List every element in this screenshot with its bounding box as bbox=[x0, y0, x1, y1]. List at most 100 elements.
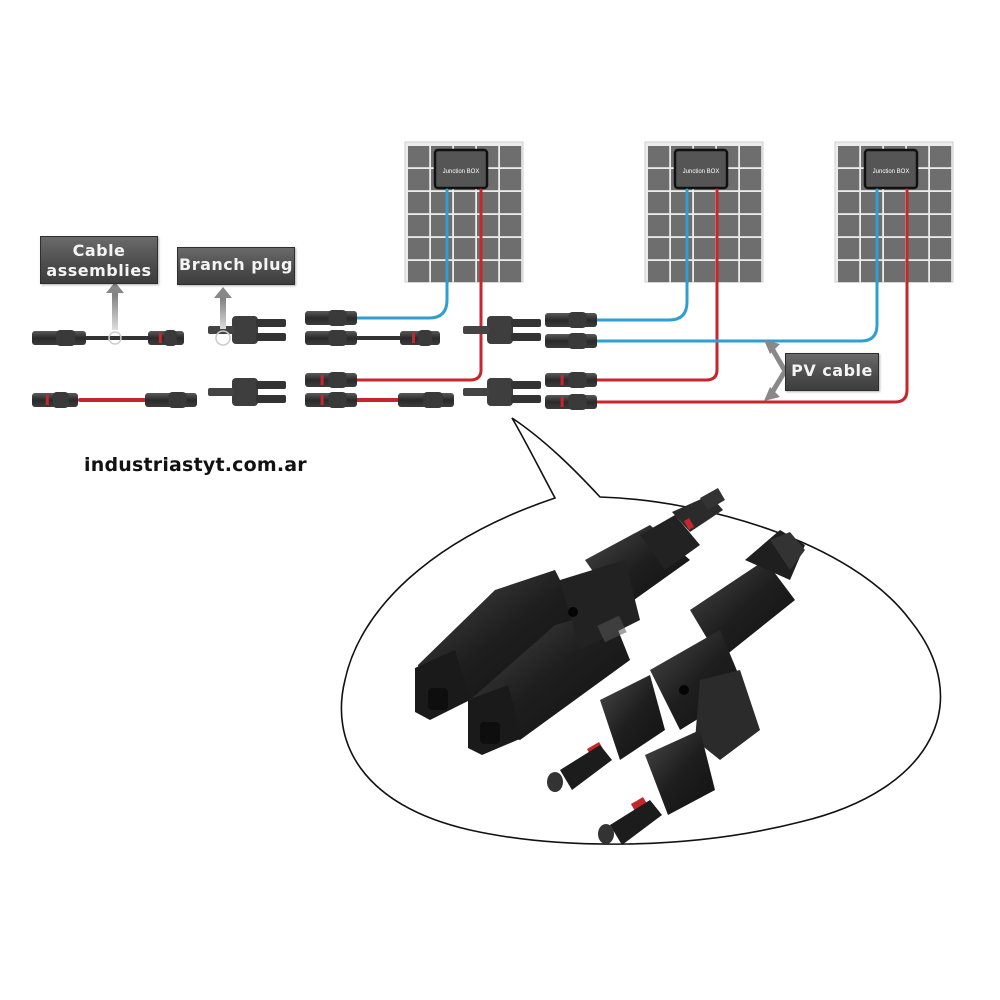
female-branch-connector bbox=[415, 488, 725, 755]
solar-cell bbox=[838, 215, 860, 237]
solar-cell bbox=[431, 261, 453, 283]
solar-cell bbox=[648, 192, 670, 214]
solar-cell bbox=[671, 192, 693, 214]
solar-cell bbox=[408, 261, 430, 283]
junction-box bbox=[863, 148, 919, 190]
solar-cell bbox=[717, 215, 739, 237]
junction-box-label: Junction BOX bbox=[683, 169, 720, 175]
solar-cell bbox=[838, 192, 860, 214]
mc4-female-connector bbox=[145, 392, 197, 408]
solar-cell bbox=[408, 238, 430, 260]
solar-cell bbox=[740, 146, 762, 168]
solar-cell bbox=[671, 215, 693, 237]
mc4-female-connector bbox=[148, 330, 184, 346]
mc4-connector bbox=[305, 392, 357, 408]
solar-panel-2: Junction BOX bbox=[644, 141, 764, 283]
solar-cell bbox=[648, 215, 670, 237]
solar-cell bbox=[408, 192, 430, 214]
solar-cell bbox=[671, 261, 693, 283]
solar-cell bbox=[648, 146, 670, 168]
solar-cell bbox=[861, 192, 883, 214]
branch-plug-connector bbox=[463, 316, 541, 344]
solar-cell bbox=[648, 169, 670, 191]
solar-cell bbox=[740, 261, 762, 283]
solar-cell bbox=[500, 215, 522, 237]
solar-cell bbox=[431, 238, 453, 260]
mc4-connector bbox=[305, 310, 357, 326]
solar-cell bbox=[454, 261, 476, 283]
solar-cell bbox=[838, 261, 860, 283]
branch-plug-label: Branch plug bbox=[177, 247, 295, 285]
solar-cell bbox=[930, 238, 952, 260]
solar-cell bbox=[884, 238, 906, 260]
junction-box bbox=[433, 148, 489, 190]
negative-cable-panel-2 bbox=[593, 188, 689, 322]
male-branch-connector bbox=[547, 530, 805, 845]
solar-cell bbox=[694, 238, 716, 260]
positive-cable-panel-3 bbox=[593, 188, 909, 404]
solar-cell bbox=[671, 238, 693, 260]
solar-cell bbox=[717, 192, 739, 214]
mc4-connector bbox=[305, 330, 357, 346]
solar-cell bbox=[454, 215, 476, 237]
solar-cell bbox=[838, 169, 860, 191]
solar-cell bbox=[884, 192, 906, 214]
solar-cell bbox=[408, 169, 430, 191]
cable-assemblies-line1: Cable bbox=[72, 241, 126, 260]
mc4-connector bbox=[545, 312, 597, 328]
solar-cell bbox=[740, 238, 762, 260]
junction-box-label: Junction BOX bbox=[873, 169, 910, 175]
junction-box-label: Junction BOX bbox=[443, 169, 480, 175]
solar-cell bbox=[740, 169, 762, 191]
solar-cell bbox=[884, 215, 906, 237]
solar-cell bbox=[694, 192, 716, 214]
detail-callout-bubble bbox=[340, 417, 942, 845]
website-watermark: industriastyt.com.ar bbox=[84, 454, 307, 476]
mc4-connector bbox=[398, 392, 454, 408]
solar-cell bbox=[930, 146, 952, 168]
solar-cell bbox=[861, 261, 883, 283]
solar-cell bbox=[907, 215, 929, 237]
branch-plug-connector bbox=[463, 378, 541, 406]
solar-cell bbox=[838, 238, 860, 260]
solar-cell bbox=[648, 261, 670, 283]
mc4-connector bbox=[545, 394, 597, 410]
solar-cell bbox=[717, 261, 739, 283]
solar-cell bbox=[408, 215, 430, 237]
negative-cable-panel-3 bbox=[593, 188, 879, 343]
solar-cell bbox=[408, 146, 430, 168]
solar-panel-3: Junction BOX bbox=[834, 141, 954, 283]
positive-cable-panel-1 bbox=[353, 188, 483, 382]
solar-cell bbox=[740, 192, 762, 214]
mc4-connector bbox=[400, 330, 440, 346]
mc4-connector bbox=[545, 372, 597, 388]
solar-cell bbox=[838, 146, 860, 168]
solar-cell bbox=[884, 261, 906, 283]
solar-cell bbox=[648, 238, 670, 260]
solar-cell bbox=[500, 238, 522, 260]
positive-cable-panel-2 bbox=[593, 188, 719, 382]
cable-assemblies-label: Cable assemblies bbox=[40, 236, 158, 284]
solar-cell bbox=[454, 238, 476, 260]
solar-cell bbox=[717, 238, 739, 260]
mc4-connector bbox=[545, 333, 597, 349]
solar-cell bbox=[454, 192, 476, 214]
mc4-connector bbox=[305, 372, 357, 388]
solar-cell bbox=[907, 261, 929, 283]
mc4-male-connector bbox=[32, 330, 86, 346]
solar-cell bbox=[694, 215, 716, 237]
branch-plug-connector bbox=[208, 316, 286, 344]
solar-cell bbox=[431, 215, 453, 237]
branch-plug-connector bbox=[208, 378, 286, 406]
pv-cable-label: PV cable bbox=[785, 353, 879, 391]
negative-cable-panel-1 bbox=[353, 188, 449, 320]
cable-assemblies-line2: assemblies bbox=[46, 261, 152, 280]
solar-cell bbox=[500, 146, 522, 168]
solar-cell bbox=[930, 261, 952, 283]
solar-cell bbox=[694, 261, 716, 283]
branch-connectors-photo bbox=[415, 488, 805, 845]
solar-cell bbox=[500, 169, 522, 191]
solar-cell bbox=[930, 169, 952, 191]
junction-box bbox=[673, 148, 729, 190]
